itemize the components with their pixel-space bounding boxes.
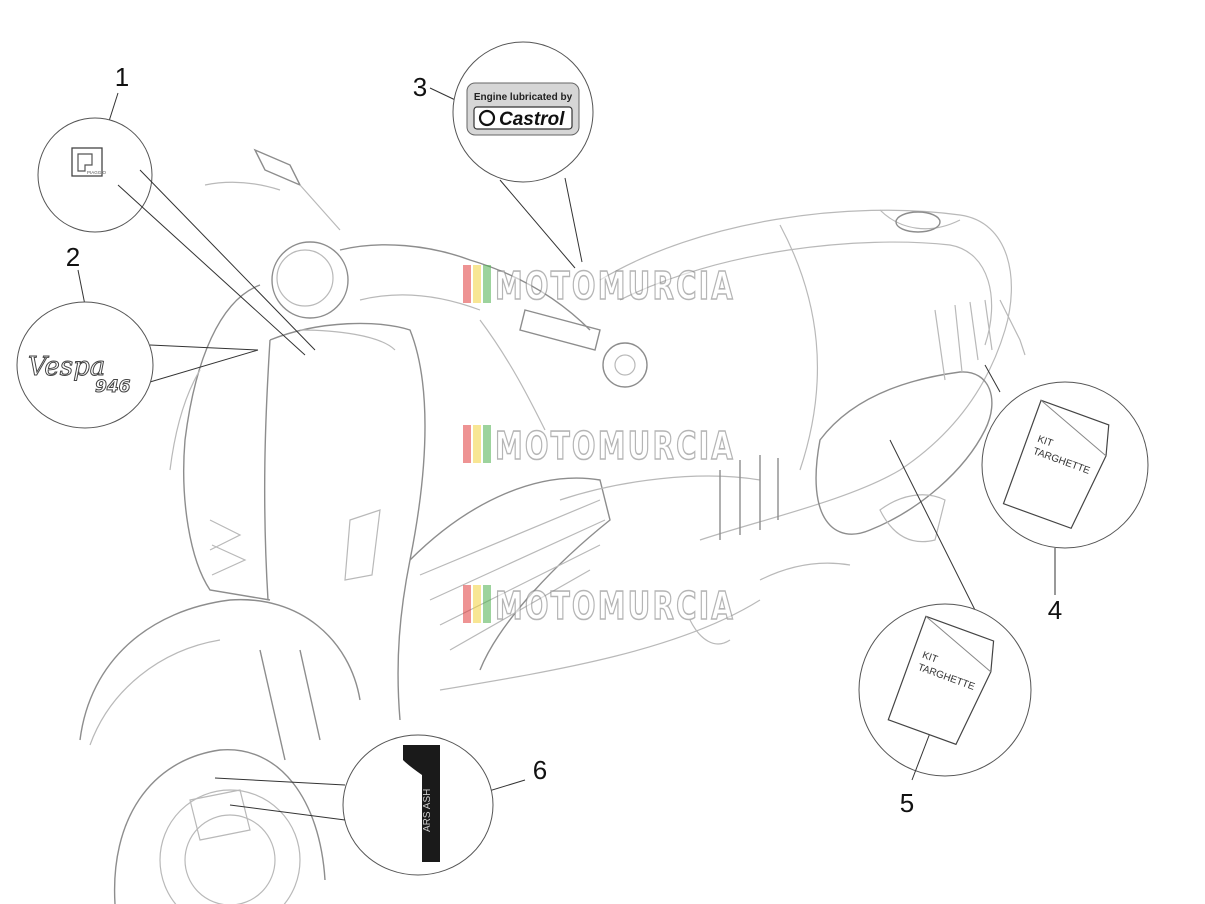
watermark-1: MOTOMURCIA bbox=[463, 263, 735, 309]
watermark-3: MOTOMURCIA bbox=[463, 583, 735, 629]
watermark-text: MOTOMURCIA bbox=[495, 424, 735, 468]
kit-line1: KIT bbox=[921, 650, 939, 666]
callout-2[interactable]: Vespa 946 2 bbox=[16, 242, 259, 429]
callout-number: 2 bbox=[66, 242, 80, 272]
kit-bag-icon-5: KIT TARGHETTE bbox=[887, 615, 995, 746]
castrol-line1: Engine lubricated by bbox=[474, 92, 573, 103]
kit-bag-icon-4: KIT TARGHETTE bbox=[1002, 399, 1110, 530]
callout-number: 3 bbox=[413, 72, 427, 102]
castrol-logo-icon bbox=[478, 109, 496, 127]
callout-number: 5 bbox=[900, 788, 914, 818]
callout-number: 4 bbox=[1048, 595, 1062, 625]
callout-number: 6 bbox=[533, 755, 547, 785]
callout-number: 1 bbox=[115, 62, 129, 92]
detail-circle-decal bbox=[342, 734, 494, 876]
emblem-model: 946 bbox=[95, 377, 131, 397]
badge-text: PIAGGIO bbox=[87, 170, 107, 175]
watermark-text: MOTOMURCIA bbox=[495, 584, 735, 628]
scooter-line-art bbox=[79, 148, 1026, 904]
callout-6[interactable]: ARS ASH 6 bbox=[214, 734, 547, 876]
watermark-text: MOTOMURCIA bbox=[495, 264, 735, 308]
watermark-2: MOTOMURCIA bbox=[463, 423, 735, 469]
callout-1[interactable]: PIAGGIO 1 bbox=[37, 62, 316, 356]
castrol-sticker-icon: Engine lubricated by Castrol bbox=[466, 82, 580, 136]
callout-3[interactable]: Engine lubricated by Castrol 3 bbox=[413, 41, 594, 269]
piaggio-badge-icon: PIAGGIO bbox=[71, 147, 107, 177]
callout-5[interactable]: KIT TARGHETTE 5 bbox=[858, 439, 1032, 818]
decal-icon: ARS ASH bbox=[403, 745, 440, 862]
watermark-group: MOTOMURCIA MOTOMURCIA MOTOMURCIA bbox=[463, 263, 735, 629]
decal-text: ARS ASH bbox=[422, 789, 433, 832]
callout-4[interactable]: KIT TARGHETTE 4 bbox=[981, 364, 1149, 625]
kit-line1: KIT bbox=[1036, 434, 1054, 450]
emblem-script: Vespa bbox=[28, 352, 105, 382]
vespa-emblem-icon: Vespa 946 bbox=[28, 352, 132, 398]
detail-circle-emblem bbox=[16, 301, 154, 429]
castrol-brand: Castrol bbox=[499, 109, 565, 130]
